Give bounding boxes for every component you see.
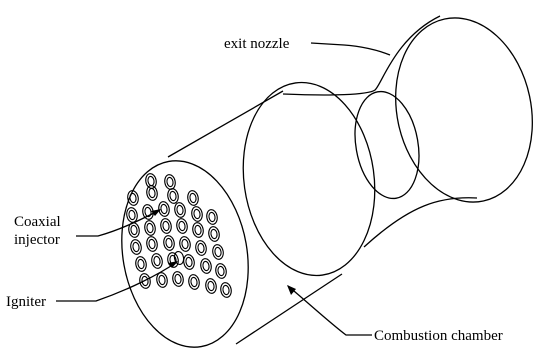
injector-element: [146, 185, 158, 201]
injector-element: [163, 235, 175, 251]
injector-element: [127, 190, 139, 206]
igniter-label: Igniter: [6, 294, 46, 310]
injector-element: [188, 274, 200, 290]
injector-element: [151, 253, 163, 269]
injector-element: [130, 239, 142, 255]
injector-elements: [126, 173, 232, 298]
injector-element: [220, 282, 232, 298]
chamber-rear-rim: [242, 81, 376, 277]
exit-nozzle-leader: [310, 42, 391, 56]
injector-element: [172, 271, 184, 287]
exit-nozzle-label: exit nozzle: [224, 36, 290, 52]
coaxial-label-line1: Coaxial: [14, 214, 61, 230]
chamber-bottom-edge: [235, 273, 343, 345]
injector-element: [167, 188, 179, 204]
injector-element: [174, 202, 186, 218]
injector-element: [205, 278, 217, 294]
injector-element: [200, 258, 212, 274]
injector-element: [145, 173, 157, 189]
igniter-element: [173, 251, 185, 265]
injector-element: [215, 263, 227, 279]
injector-element: [164, 174, 176, 190]
nozzle-contour-upper: [282, 15, 441, 96]
nozzle-exit-rim: [395, 17, 533, 203]
coaxial-label-line2: injector: [14, 232, 60, 248]
nozzle-contour-lower: [363, 197, 478, 248]
combustion-chamber-leader: [287, 285, 372, 336]
coaxial-injector-leader: [76, 209, 161, 237]
injector-element: [183, 254, 195, 270]
injector-element: [146, 236, 158, 252]
igniter-leader: [56, 261, 178, 302]
injector-element: [158, 201, 170, 217]
injector-element: [192, 222, 204, 238]
combustion-chamber-arrowhead: [287, 285, 296, 295]
injector-element: [195, 240, 207, 256]
injector-element: [191, 206, 203, 222]
injector-face-plate: [121, 160, 249, 348]
injector-element: [212, 244, 224, 260]
injector-element: [144, 220, 156, 236]
injector-element: [160, 218, 172, 234]
igniter-arrowhead: [168, 261, 178, 268]
injector-element: [135, 256, 147, 272]
injector-element: [208, 226, 220, 242]
injector-element: [176, 218, 188, 234]
injector-element: [187, 190, 199, 206]
injector-element: [179, 236, 191, 252]
combustion-chamber-label: Combustion chamber: [374, 328, 503, 344]
injector-element: [206, 209, 218, 225]
nozzle-throat-rim: [354, 90, 420, 200]
chamber-top-edge: [167, 90, 284, 158]
coaxial-injector-arrowhead: [151, 209, 161, 216]
